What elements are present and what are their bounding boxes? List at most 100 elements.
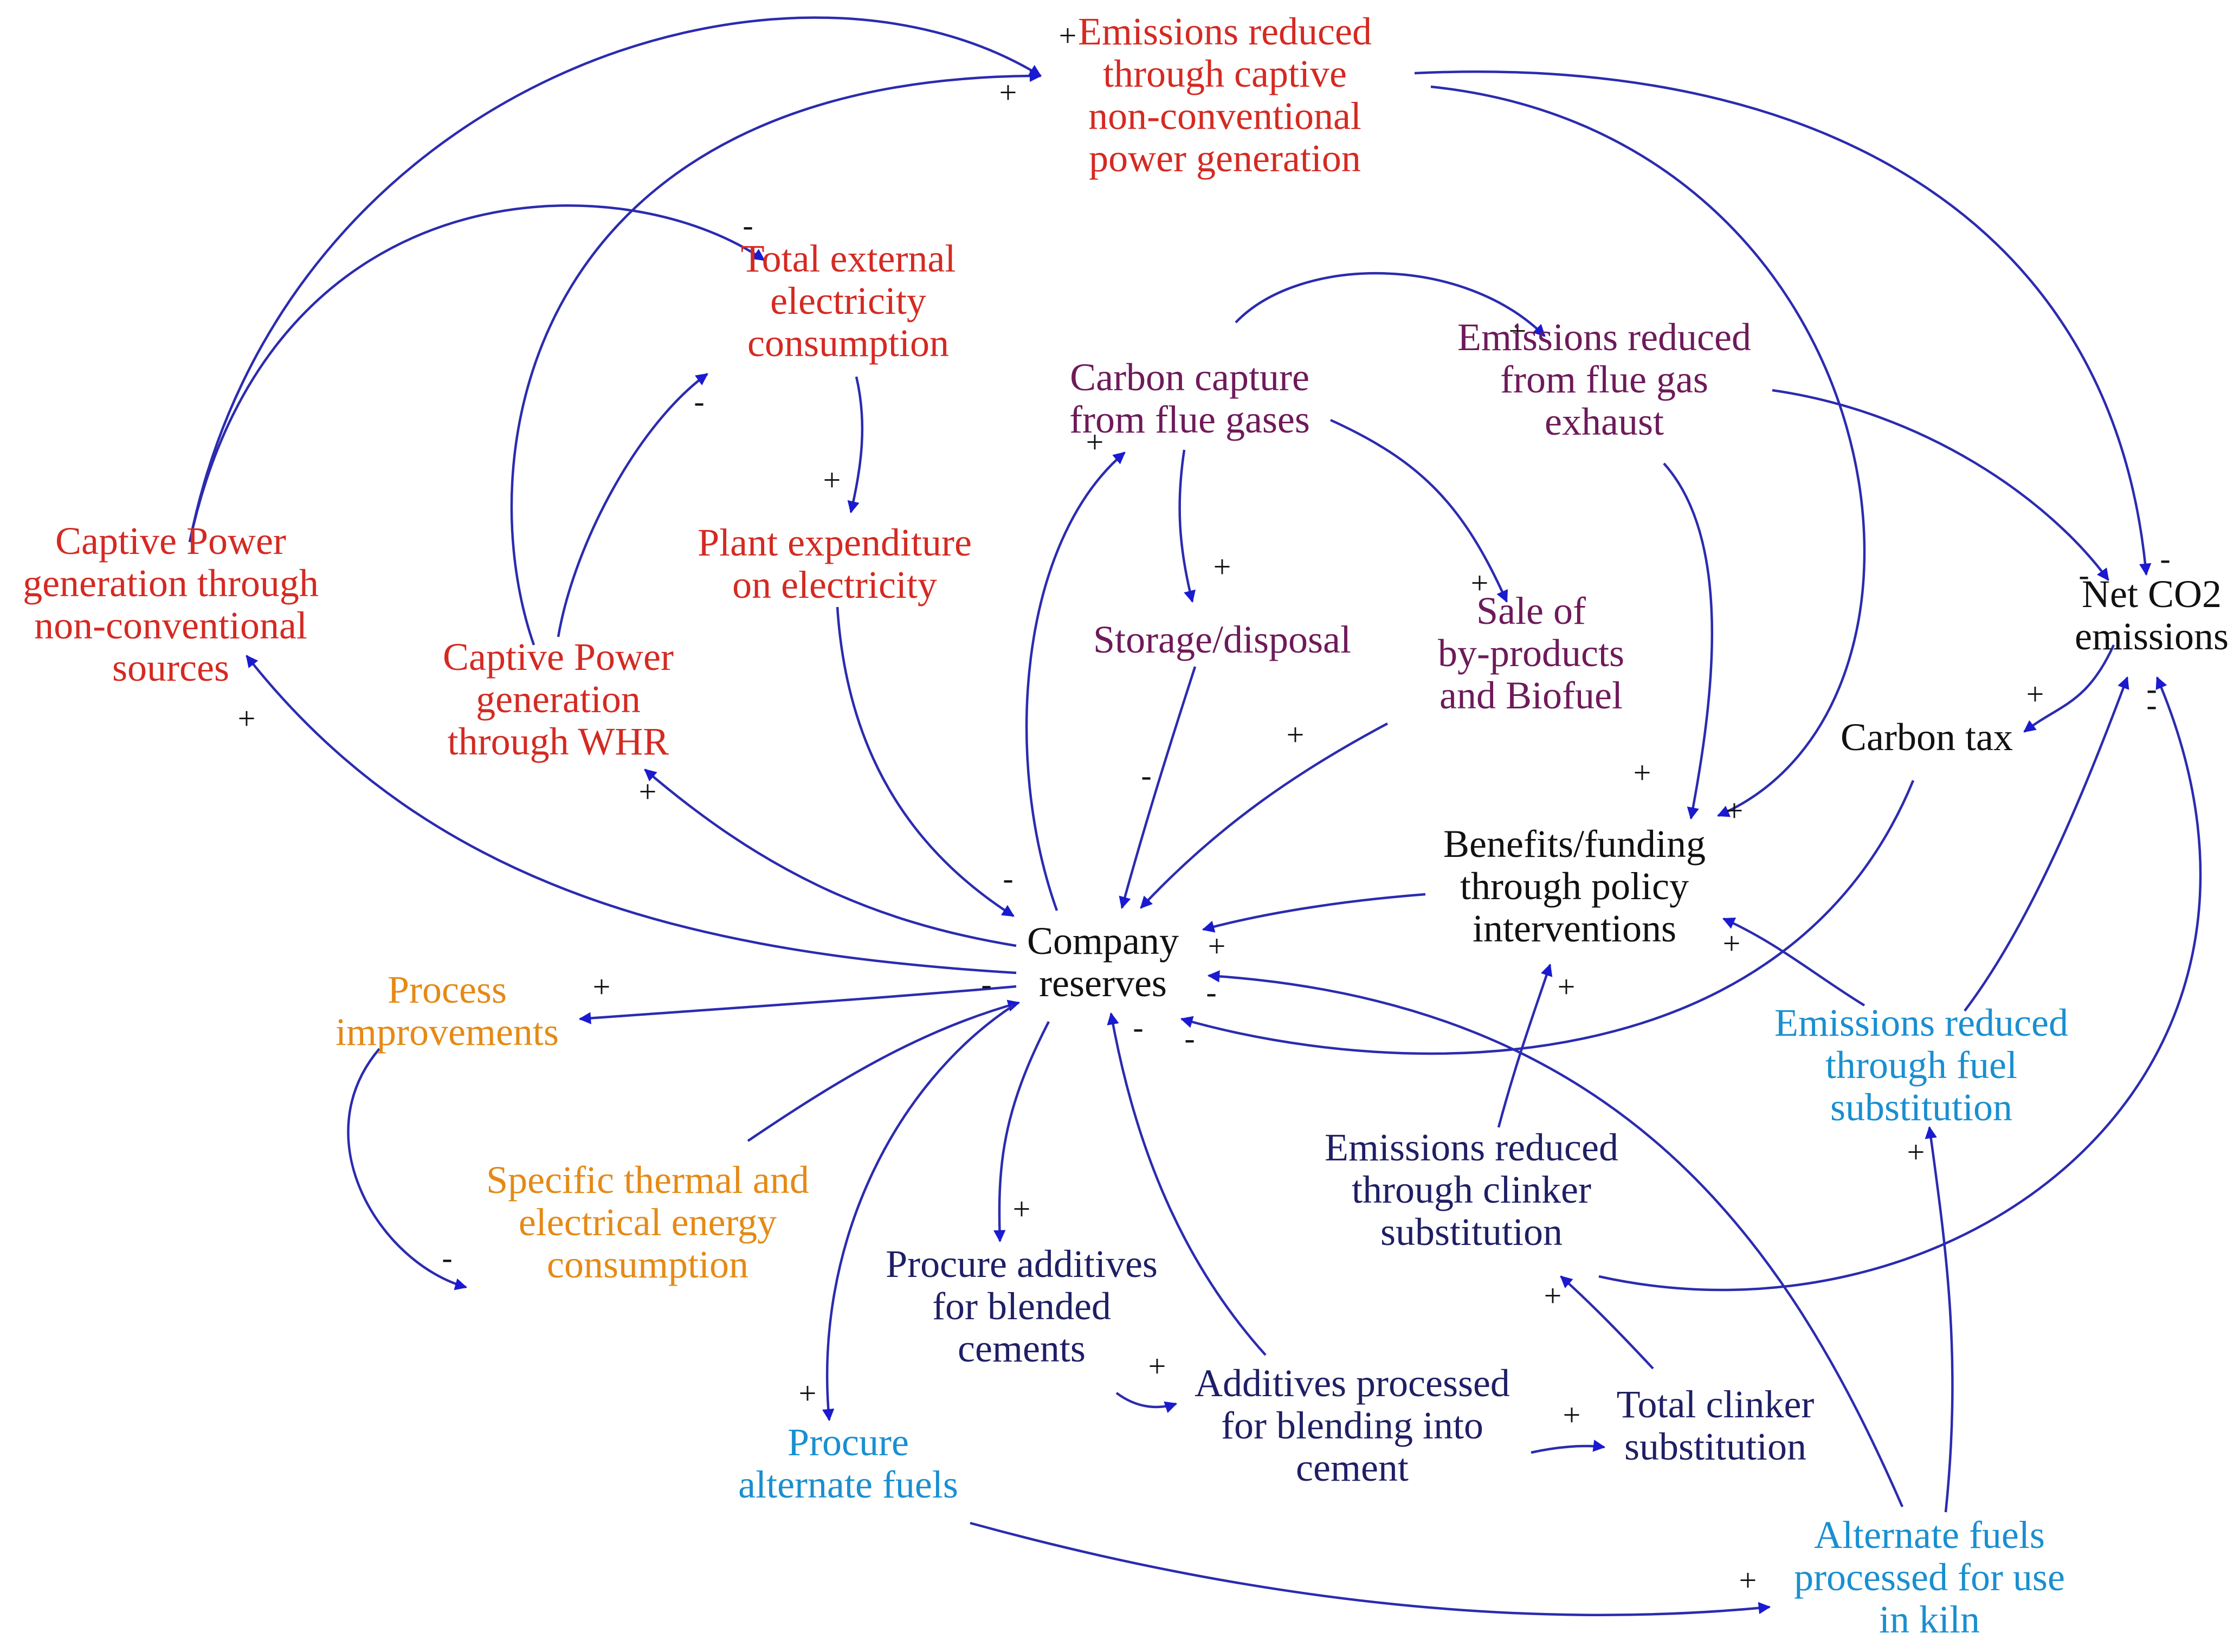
link-arrow <box>1560 1275 1654 1370</box>
link-arrow <box>1107 1012 1267 1356</box>
node-label-line: Emissions reduced <box>1325 1126 1618 1169</box>
link-arrow <box>1140 722 1389 909</box>
node-label-line: Captive Power <box>55 519 286 563</box>
node-label-line: Carbon tax <box>1841 715 2013 759</box>
node-label-line: through WHR <box>448 720 669 763</box>
link-captive-whr-to-emissions-captive: + <box>510 69 1042 646</box>
node-label-line: Carbon capture <box>1070 356 1309 399</box>
positive-polarity-sign: + <box>1544 1278 1562 1313</box>
link-company-to-captive-whr: + <box>639 769 1017 947</box>
node-label-line: alternate fuels <box>738 1463 958 1506</box>
link-company-to-procure-additives: + <box>993 1021 1050 1243</box>
node-label-line: Procure additives <box>886 1242 1158 1286</box>
link-additives-processed-to-company: - <box>1107 1010 1267 1356</box>
node-label-line: for blending into <box>1221 1404 1483 1447</box>
link-total-clinker-to-emissions-clinker: + <box>1544 1275 1654 1370</box>
node-label-line: cements <box>958 1327 1086 1370</box>
positive-polarity-sign: + <box>823 462 841 498</box>
node-label-line: power generation <box>1089 137 1361 180</box>
node-label-line: Captive Power <box>443 635 674 679</box>
node-label-line: generation <box>476 677 641 721</box>
link-process-impr-to-specific-energy: - <box>347 1048 468 1290</box>
positive-polarity-sign: + <box>1907 1134 1925 1170</box>
positive-polarity-sign: + <box>1213 549 1231 584</box>
node-label: Storage/disposal <box>1093 618 1351 661</box>
node-label-line: Plant expenditure <box>698 521 972 564</box>
link-arrow <box>993 1021 1050 1243</box>
link-carbon-capture-to-storage: + <box>1178 449 1231 603</box>
node-label-line: substitution <box>1380 1210 1563 1254</box>
negative-polarity-sign: - <box>1133 1010 1143 1045</box>
link-company-to-process-impr: + <box>578 969 1017 1024</box>
link-arrow <box>970 1521 1771 1616</box>
link-emissions-flue-to-net-co2: - <box>1772 389 2109 592</box>
link-arrow <box>2023 644 2115 733</box>
link-alt-fuels-processed-to-emissions-fuel: + <box>1907 1126 1954 1513</box>
positive-polarity-sign: + <box>1739 1563 1757 1598</box>
node-label-line: non-conventional <box>34 604 307 647</box>
node-label-line: for blended <box>932 1285 1111 1328</box>
positive-polarity-sign: + <box>593 969 611 1004</box>
positive-polarity-sign: + <box>1208 928 1226 964</box>
node-label-line: Benefits/funding <box>1443 822 1706 866</box>
link-arrow <box>1178 449 1196 603</box>
nodes-layer: Emissions reduced through captive non-conv… <box>23 10 2229 1641</box>
node-label-line: Procure <box>787 1421 909 1464</box>
node-label-line: by-products <box>1438 631 1624 675</box>
link-emissions-captive-to-net-co2: - <box>1414 70 2171 576</box>
link-arrow <box>347 1048 468 1290</box>
link-arrow <box>1598 676 2202 1292</box>
link-emissions-captive-to-benefits: + <box>1430 85 1866 828</box>
positive-polarity-sign: + <box>1509 313 1527 349</box>
link-arrow <box>1414 70 2152 576</box>
node-label-line: improvements <box>335 1010 559 1054</box>
link-arrow <box>1925 1126 1954 1513</box>
link-captive-whr-to-total-external: - <box>557 373 708 637</box>
link-arrow <box>644 769 1017 947</box>
node-label-line: consumption <box>547 1243 748 1286</box>
positive-polarity-sign: + <box>2026 676 2044 712</box>
links-layer: ++--+-++-+++++-+-++-++--++-+++-++-+-+ <box>188 16 2202 1616</box>
node-label-line: through captive <box>1103 52 1347 95</box>
positive-polarity-sign: + <box>1148 1348 1166 1384</box>
node-label-line: electrical energy <box>519 1201 777 1244</box>
link-arrow <box>1115 1392 1178 1414</box>
node-carbon-tax: Carbon tax <box>1841 715 2013 759</box>
node-label-line: generation through <box>23 562 319 605</box>
link-emissions-flue-to-benefits: + <box>1634 462 1714 820</box>
link-captive-nonconv-to-emissions-captive: + <box>188 16 1076 543</box>
node-label-line: through fuel <box>1825 1043 2017 1087</box>
link-arrow <box>1202 893 1426 933</box>
node-label-line: Net CO2 <box>2082 572 2222 616</box>
link-arrow <box>578 985 1017 1024</box>
node-storage: Storage/disposal <box>1093 618 1351 661</box>
link-arrow <box>188 204 765 543</box>
link-arrow <box>1497 963 1553 1128</box>
positive-polarity-sign: + <box>799 1376 817 1411</box>
positive-polarity-sign: + <box>639 774 657 809</box>
link-arrow <box>1119 666 1197 909</box>
node-label-line: Sale of <box>1476 589 1586 633</box>
negative-polarity-sign: - <box>2078 557 2089 592</box>
node-label-line: reserves <box>1039 961 1167 1005</box>
node-label-line: emissions <box>2075 615 2229 658</box>
link-specific-energy-to-company: - <box>747 966 1021 1142</box>
